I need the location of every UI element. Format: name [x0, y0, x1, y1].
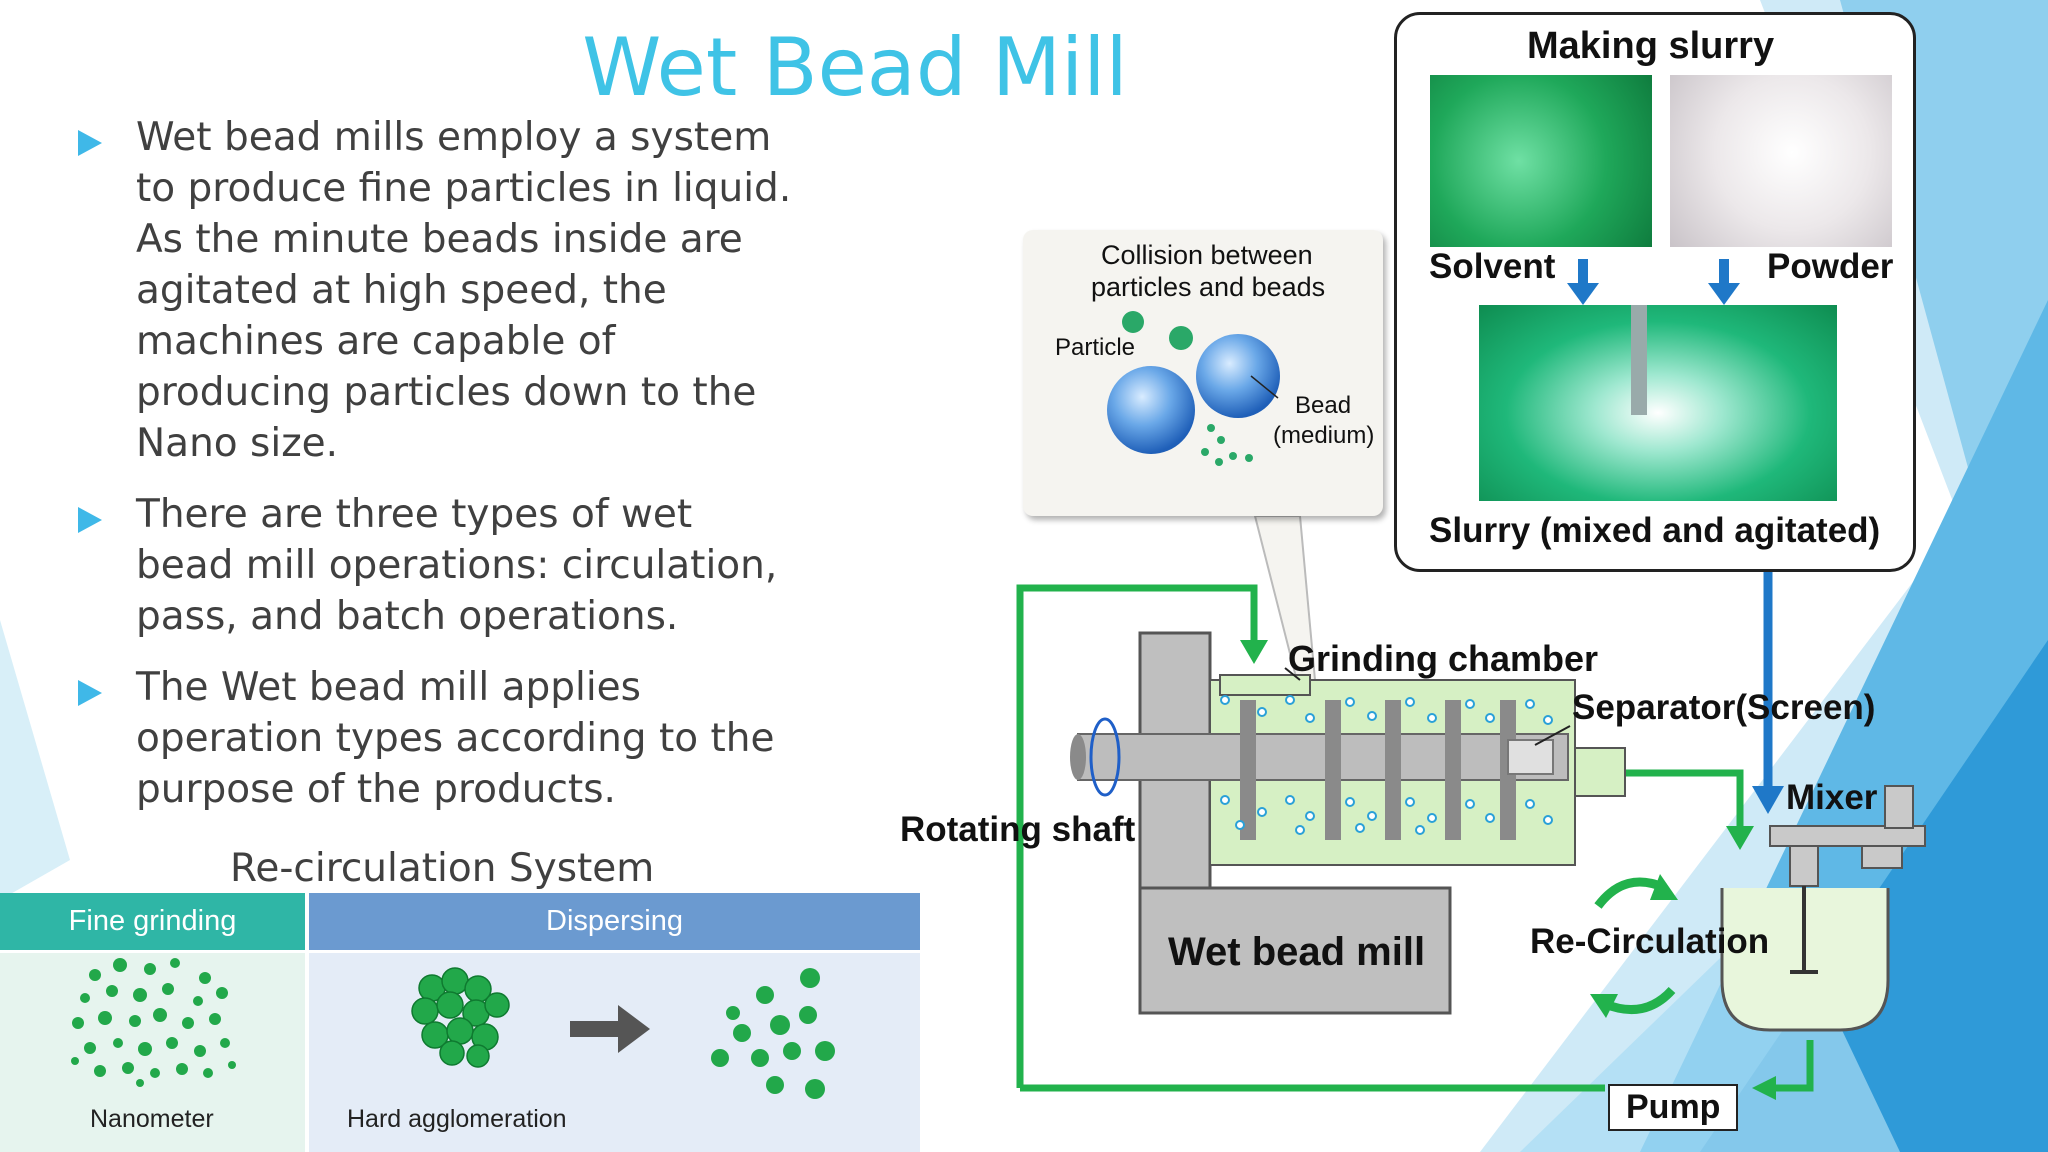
- bullet-text: There are three types of wet bead mill o…: [136, 492, 778, 639]
- bullet-item: Wet bead mills employ a system to produc…: [78, 112, 798, 469]
- dispersing-header: Dispersing: [309, 893, 920, 950]
- recirculation-system-title: Re-circulation System: [230, 846, 655, 891]
- bead-label-line2: (medium): [1273, 422, 1375, 449]
- agitator-shaft: [1631, 305, 1647, 415]
- pump-label: Pump: [1608, 1084, 1739, 1131]
- solvent-label: Solvent: [1429, 247, 1556, 286]
- powder-label: Powder: [1767, 247, 1894, 286]
- rotating-shaft: [1070, 700, 1569, 840]
- particle-illustrations: [71, 958, 835, 1099]
- particle-label: Particle: [1055, 334, 1136, 361]
- slide-title: Wet Bead Mill: [582, 21, 1128, 114]
- nanometer-caption: Nanometer: [90, 1105, 214, 1133]
- slurry-label: Slurry (mixed and agitated): [1429, 511, 1881, 550]
- callout-title-line2: particles and beads: [1091, 272, 1326, 302]
- making-slurry-panel: Making slurry Solvent Powder Slurry (mix…: [1394, 12, 1916, 572]
- solvent-photo: [1430, 75, 1652, 247]
- mixer-label: Mixer: [1786, 778, 1878, 817]
- re-circulation-label: Re-Circulation: [1530, 922, 1770, 961]
- mixer-inflow-arrow-icon: [1726, 826, 1754, 850]
- dispersed-particles-icon: [711, 968, 835, 1099]
- inflow-arrow-icon: [1240, 640, 1268, 664]
- right-arrow-icon: [570, 1005, 650, 1053]
- wet-bead-mill-label: Wet bead mill: [1168, 930, 1426, 974]
- bullet-arrow-icon: [78, 680, 102, 706]
- bullet-text: The Wet bead mill applies operation type…: [136, 665, 775, 812]
- fine-grinding-header: Fine grinding: [0, 893, 305, 950]
- making-slurry-title: Making slurry: [1527, 25, 1775, 67]
- bullet-text: Wet bead mills employ a system to produc…: [136, 115, 792, 466]
- rotating-shaft-label: Rotating shaft: [900, 810, 1136, 849]
- process-table: Fine grinding Dispersing: [0, 893, 920, 1152]
- down-arrows-icon: [1567, 259, 1740, 305]
- bead-collision-icon: [1107, 311, 1280, 466]
- bullet-list: Wet bead mills employ a system to produc…: [78, 112, 798, 835]
- slurry-photo: [1479, 305, 1837, 501]
- fine-grinding-cell: [0, 953, 305, 1152]
- bead-label-line1: Bead: [1295, 392, 1352, 419]
- pump-arrow-icon: [1752, 1076, 1776, 1100]
- callout-title-line1: Collision between: [1101, 240, 1313, 270]
- bullet-item: There are three types of wet bead mill o…: [78, 489, 798, 642]
- bullet-item: The Wet bead mill applies operation type…: [78, 662, 798, 815]
- bullet-arrow-icon: [78, 507, 102, 533]
- grinding-beads: [1220, 695, 1553, 835]
- mixer-tank: [1720, 785, 1926, 1032]
- feed-arrow-icon: [1752, 786, 1784, 814]
- agglomeration-cluster-icon: [411, 967, 510, 1068]
- nanometer-particles-icon: [71, 958, 236, 1087]
- separator-label: Separator(Screen): [1572, 688, 1876, 727]
- separator-screen: [1507, 739, 1554, 775]
- powder-photo: [1670, 75, 1892, 247]
- circulation-flow-lines: [1016, 584, 1814, 1092]
- collision-callout: Collision between particles and beads Pa…: [1023, 230, 1383, 516]
- grinding-chamber-label: Grinding chamber: [1288, 638, 1599, 679]
- bullet-arrow-icon: [78, 130, 102, 156]
- hard-agglomeration-caption: Hard agglomeration: [347, 1105, 567, 1133]
